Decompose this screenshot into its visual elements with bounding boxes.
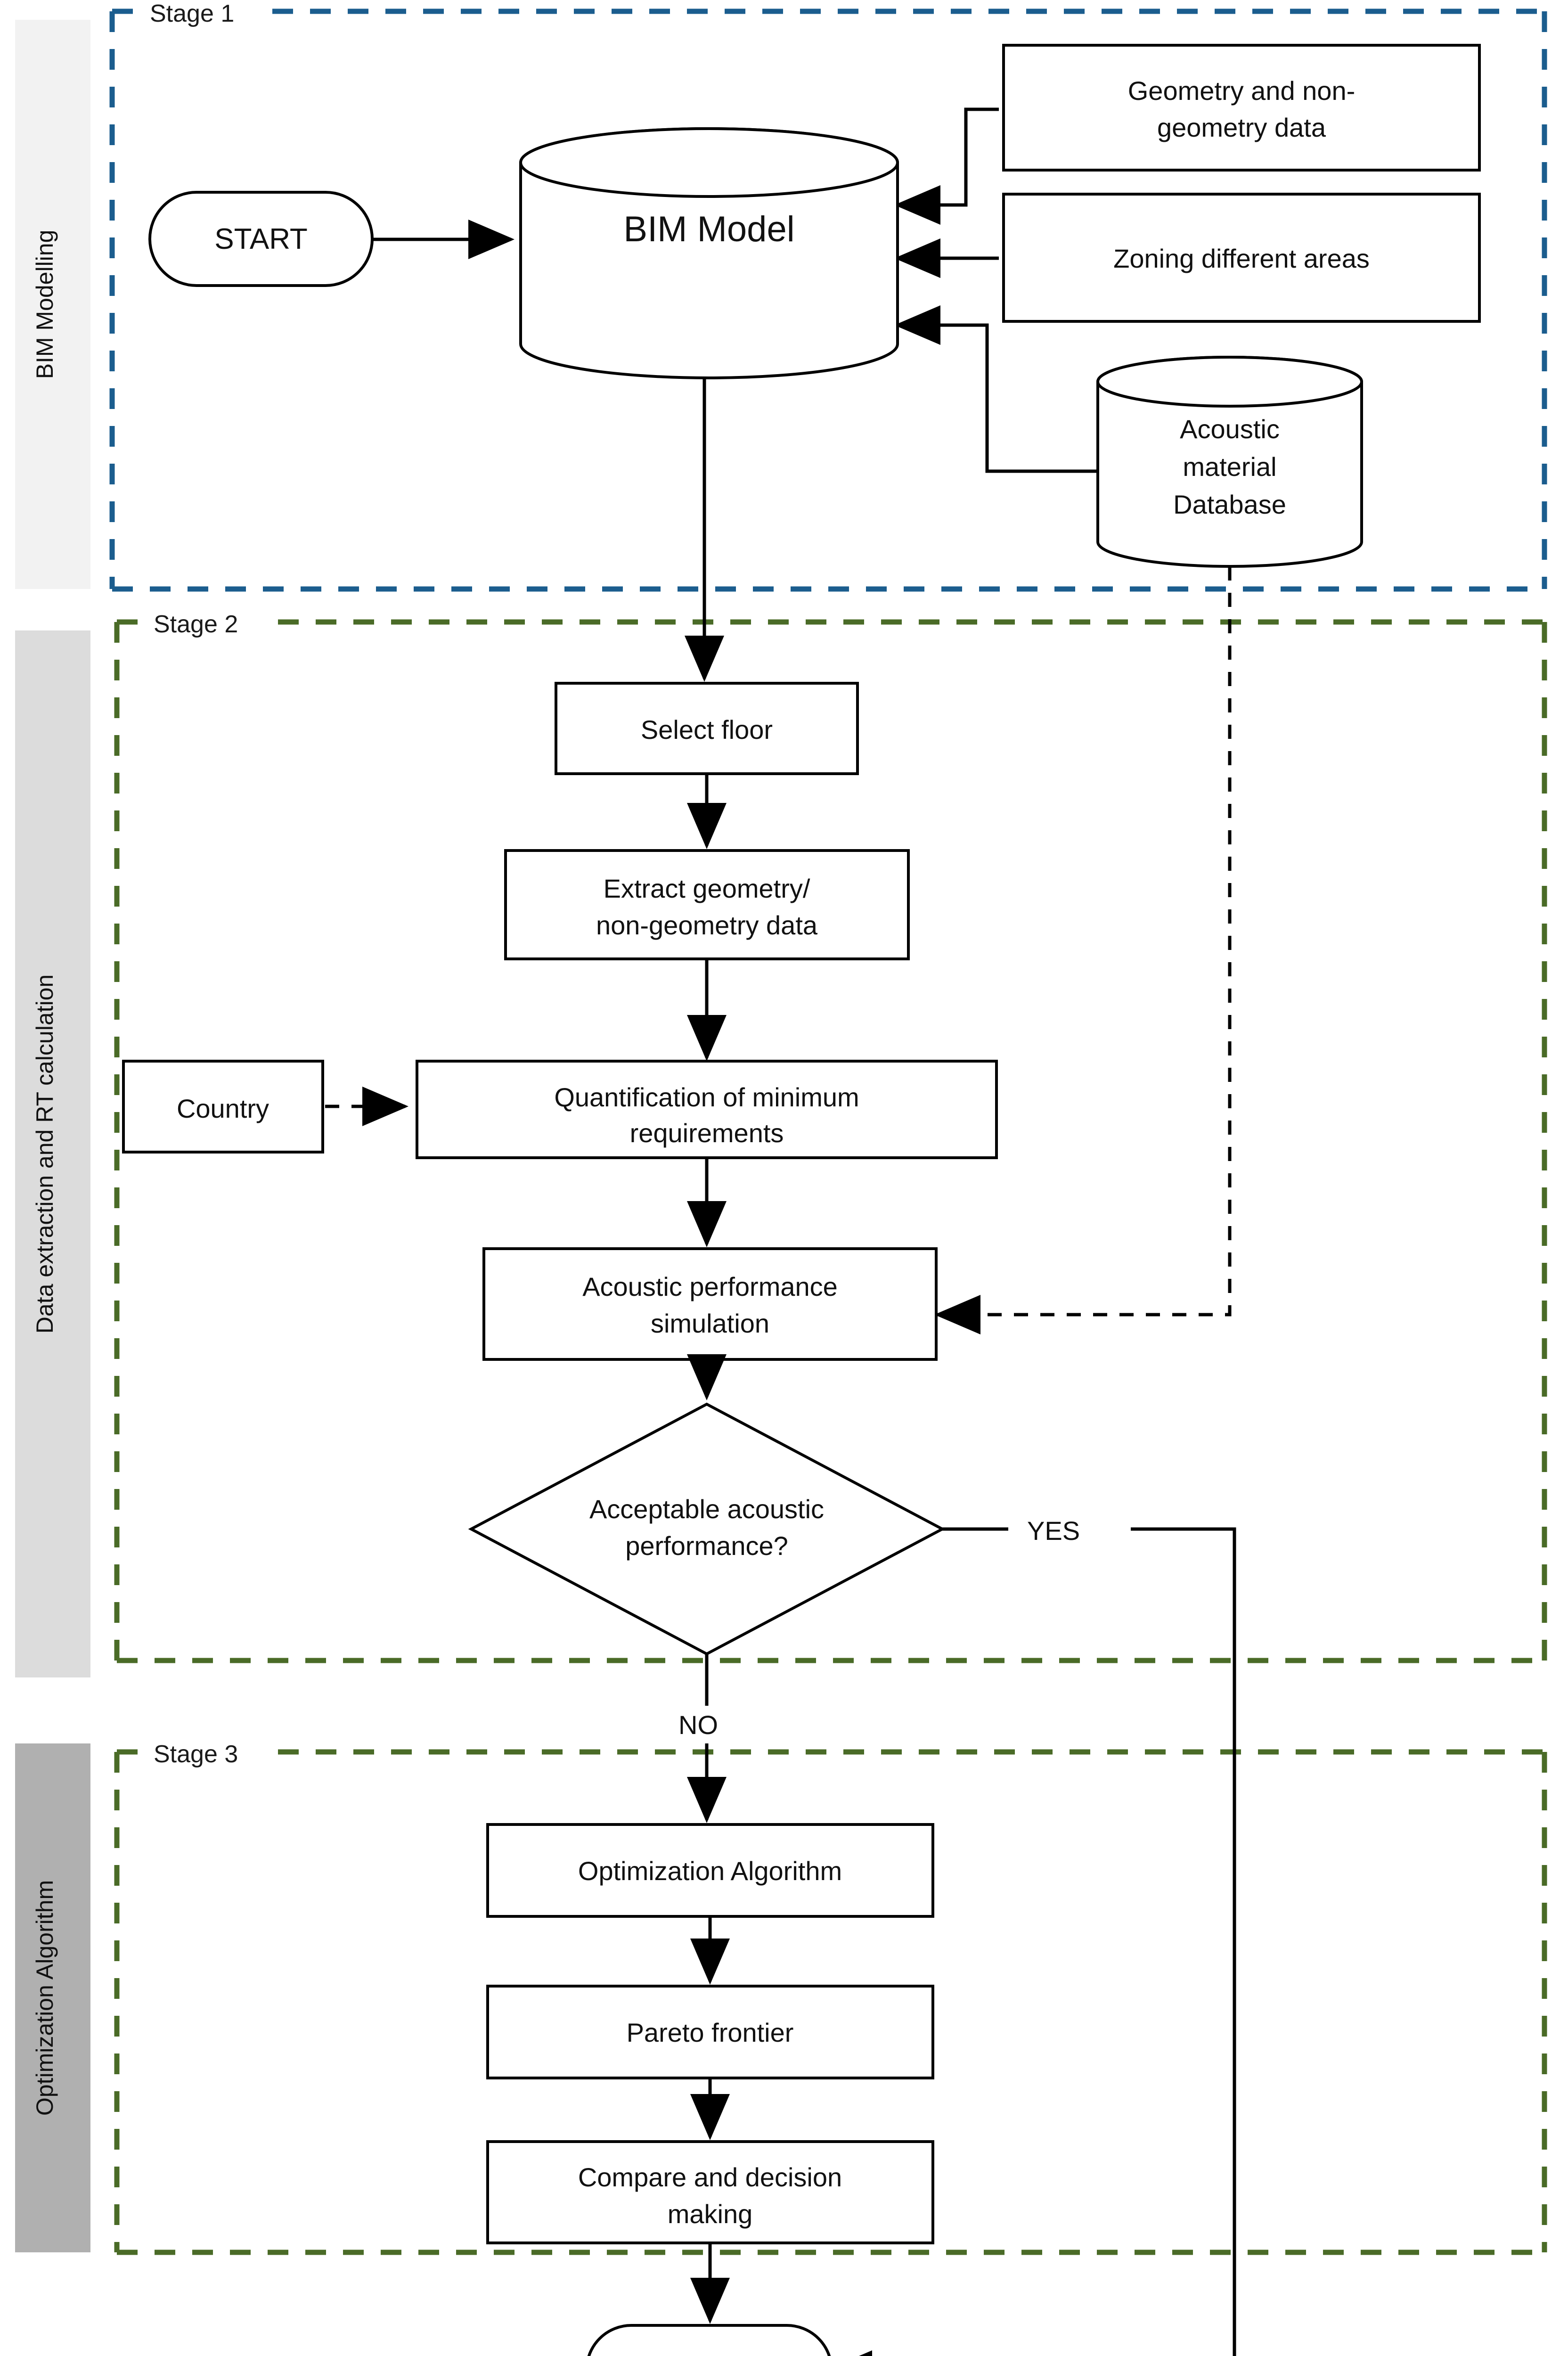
band-label-data-extraction: Data extraction and RT calculation — [32, 974, 58, 1333]
node-pareto-label: Pareto frontier — [627, 2018, 794, 2047]
edge-geometry-to-bim — [894, 107, 999, 225]
node-decision[interactable]: Acceptable acoustic performance? — [468, 1402, 946, 1656]
node-acoustic-database-line2: material — [1183, 452, 1276, 482]
node-extract-data-line1: Extract geometry/ — [604, 874, 810, 903]
node-country[interactable]: Country — [122, 1060, 324, 1153]
node-start[interactable]: START — [148, 191, 374, 287]
node-acoustic-database-line3: Database — [1173, 490, 1286, 519]
stage-3-label: Stage 3 — [154, 1741, 238, 1768]
node-zoning-label: Zoning different areas — [1113, 244, 1370, 273]
node-bim-model-label: BIM Model — [623, 209, 794, 249]
node-end[interactable]: END — [587, 2324, 832, 2356]
node-acoustic-database-line1: Acoustic — [1180, 414, 1280, 444]
stage-2-label: Stage 2 — [154, 611, 238, 638]
band-label-bim-modelling: BIM Modelling — [32, 230, 58, 379]
node-geometry-data-line2: geometry data — [1157, 113, 1326, 142]
node-zoning[interactable]: Zoning different areas — [1002, 193, 1481, 323]
node-start-label: START — [214, 223, 308, 255]
node-pareto[interactable]: Pareto frontier — [486, 1985, 934, 2079]
node-extract-data-line2: non-geometry data — [596, 910, 818, 940]
swimlane-bands: BIM Modelling Data extraction and RT cal… — [15, 20, 90, 2252]
node-decision-line2: performance? — [625, 1531, 788, 1561]
band-data-extraction-bg — [15, 630, 90, 1677]
node-optimization[interactable]: Optimization Algorithm — [486, 1823, 934, 1918]
node-quantification-line2: requirements — [630, 1118, 784, 1148]
edge-label-yes: YES — [1027, 1516, 1080, 1546]
node-bim-model[interactable]: BIM Model — [519, 127, 899, 379]
stage-1-border — [109, 8, 1547, 592]
node-geometry-data[interactable]: Geometry and non- geometry data — [1002, 44, 1481, 172]
band-label-optimization: Optimization Algorithm — [32, 1880, 58, 2116]
stage-1-label: Stage 1 — [150, 0, 234, 27]
edge-db-to-bim — [894, 305, 1098, 473]
node-acoustic-database[interactable]: Acoustic material Database — [1096, 356, 1363, 568]
node-end-label: END — [678, 2355, 740, 2356]
node-compare-line2: making — [668, 2199, 753, 2229]
stage1-connectors — [372, 107, 1098, 682]
node-simulation-line2: simulation — [651, 1309, 769, 1338]
stage-2-border — [114, 619, 1547, 1663]
node-optimization-label: Optimization Algorithm — [578, 1856, 842, 1886]
node-extract-data[interactable]: Extract geometry/ non-geometry data — [504, 849, 910, 960]
edge-label-no: NO — [678, 1710, 718, 1740]
node-country-label: Country — [177, 1094, 269, 1123]
node-select-floor[interactable]: Select floor — [555, 682, 859, 775]
node-simulation-line1: Acoustic performance — [582, 1272, 838, 1301]
edge-yes-to-end — [826, 1527, 1236, 2356]
edge-db-to-simulation — [934, 566, 1232, 1334]
node-compare-line1: Compare and decision — [578, 2162, 842, 2192]
node-compare[interactable]: Compare and decision making — [486, 2140, 934, 2244]
band-bim-modelling-bg — [15, 20, 90, 589]
stage-3-border — [114, 1749, 1547, 2255]
node-quantification[interactable]: Quantification of minimum requirements — [416, 1060, 998, 1159]
node-decision-line1: Acceptable acoustic — [589, 1494, 824, 1524]
node-geometry-data-line1: Geometry and non- — [1128, 76, 1355, 106]
node-quantification-line1: Quantification of minimum — [554, 1082, 859, 1112]
band-optimization-bg — [15, 1743, 90, 2252]
node-select-floor-label: Select floor — [641, 715, 773, 744]
node-simulation[interactable]: Acoustic performance simulation — [482, 1247, 938, 1361]
